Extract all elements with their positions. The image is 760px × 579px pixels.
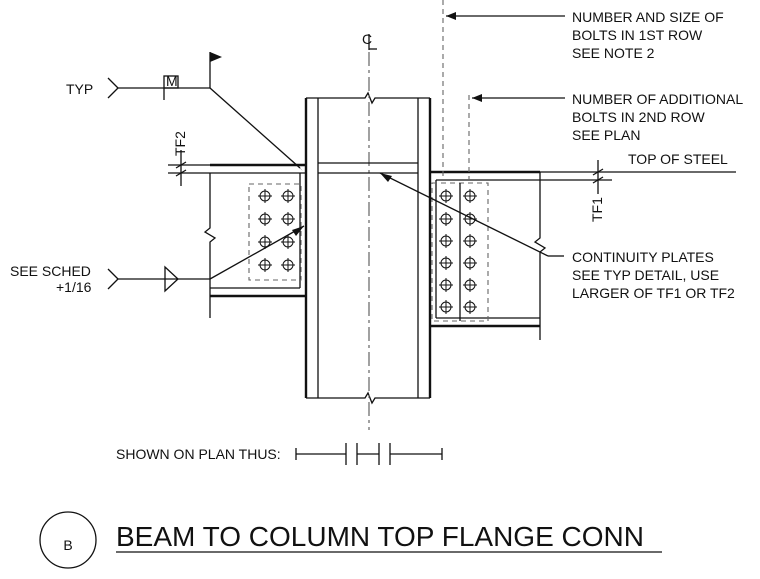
continuity-line1: CONTINUITY PLATES — [572, 249, 714, 265]
column — [304, 91, 432, 405]
bolt-cross — [463, 189, 477, 203]
weld-mark-label: M — [166, 73, 178, 89]
left-shear-tab — [248, 183, 302, 281]
continuity-line3: LARGER OF TF1 OR TF2 — [572, 285, 735, 301]
bolt-cross — [439, 256, 453, 270]
detail-title: BEAM TO COLUMN TOP FLANGE CONN — [116, 521, 644, 552]
continuity-line2: SEE TYP DETAIL, USE — [572, 267, 719, 283]
bolt-cross — [463, 234, 477, 248]
bolt-cross — [463, 212, 477, 226]
right-beam — [430, 170, 547, 340]
bolt-cross — [258, 212, 272, 226]
bolts-row2-line1: NUMBER OF ADDITIONAL — [572, 91, 743, 107]
see-sched-label: SEE SCHED — [10, 263, 91, 279]
bolt-cross — [258, 235, 272, 249]
bolt-cross — [439, 278, 453, 292]
typ-label: TYP — [66, 81, 93, 97]
tf1-label: TF1 — [589, 197, 605, 222]
bolts-row1-line2: BOLTS IN 1ST ROW — [572, 27, 703, 43]
shown-on-plan-label: SHOWN ON PLAN THUS: — [116, 446, 281, 462]
bolt-cross — [258, 189, 272, 203]
continuity-leader — [379, 172, 564, 257]
bolt-cross — [281, 258, 295, 272]
bolts-row1-line1: NUMBER AND SIZE OF — [572, 9, 724, 25]
bolts-row1-leader — [446, 12, 565, 20]
bolt-cross — [281, 212, 295, 226]
tf2-label: TF2 — [172, 131, 188, 156]
tf1-dimension — [540, 160, 612, 194]
bolt-cross — [439, 189, 453, 203]
bolt-cross — [258, 258, 272, 272]
bolt-cross — [463, 256, 477, 270]
svg-text:C: C — [362, 31, 372, 47]
plan-symbol — [295, 443, 443, 465]
tf2-dimension — [168, 150, 210, 186]
bolts-row1-line3: SEE NOTE 2 — [572, 45, 655, 61]
see-sched-weld-symbol — [107, 225, 305, 293]
bolt-cross — [439, 300, 453, 314]
bolt-cross — [463, 300, 477, 314]
typ-weld-symbol — [107, 52, 303, 171]
left-bolt-group — [258, 189, 295, 272]
detail-bubble — [39, 511, 97, 569]
bolts-row2-leader — [472, 94, 565, 102]
bolt-cross — [463, 278, 477, 292]
bolt-cross — [439, 234, 453, 248]
bolt-cross — [439, 212, 453, 226]
plus-1-16-label: +1/16 — [56, 279, 92, 295]
right-bolt-group — [439, 189, 477, 314]
continuity-plates — [318, 162, 418, 174]
bolt-row-lines — [442, 0, 470, 180]
bolts-row2-line3: SEE PLAN — [572, 127, 640, 143]
centerline-symbol: C — [362, 31, 377, 50]
bolt-cross — [281, 235, 295, 249]
bolts-row2-line2: BOLTS IN 2ND ROW — [572, 109, 706, 125]
detail-letter: B — [63, 537, 72, 553]
bolt-cross — [281, 189, 295, 203]
top-of-steel-label: TOP OF STEEL — [628, 151, 728, 167]
